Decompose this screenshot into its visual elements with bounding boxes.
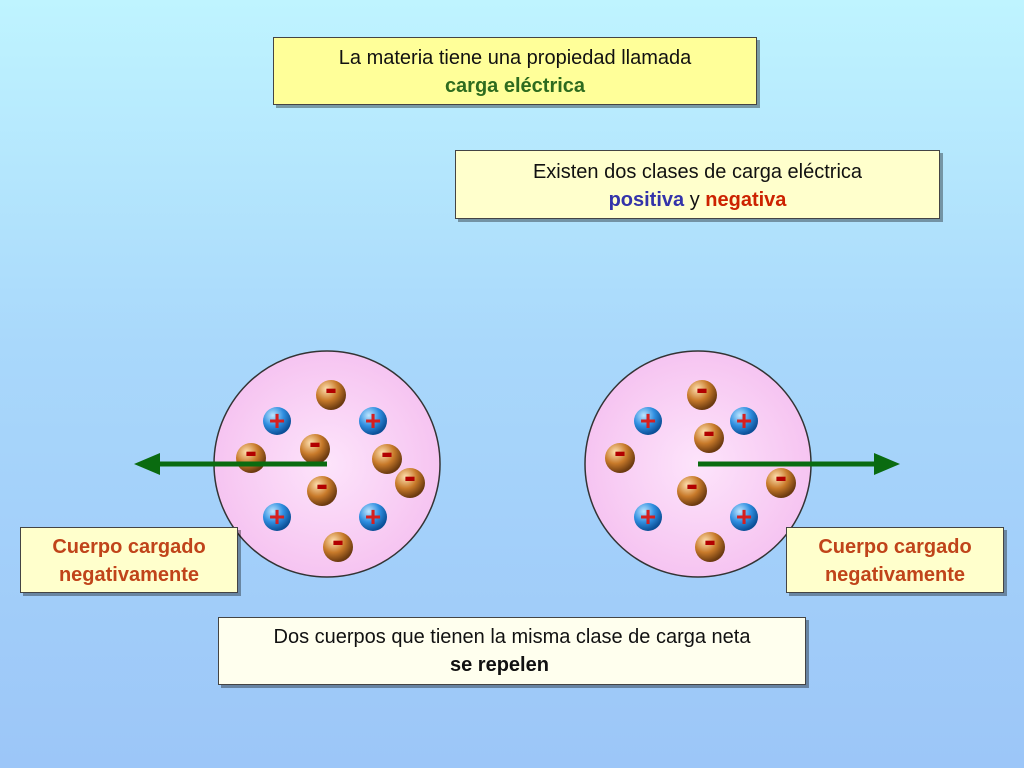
positive-charge: + — [730, 405, 758, 436]
negative-charge: - — [694, 410, 724, 453]
left-charged-body: -++-----++- — [213, 350, 441, 578]
intro-line2: carga eléctrica — [444, 75, 586, 97]
negative-word: negativa — [705, 189, 787, 211]
negative-charge: - — [323, 519, 353, 562]
plus-symbol: + — [269, 501, 285, 532]
positive-charge: + — [634, 405, 662, 436]
plus-symbol: + — [640, 405, 656, 436]
left-body-label: Cuerpo cargado negativamente — [20, 527, 238, 593]
negative-charge: - — [687, 367, 717, 410]
plus-symbol: + — [736, 501, 752, 532]
conclusion-line1: Dos cuerpos que tienen la misma clase de… — [273, 626, 751, 648]
plus-symbol: + — [269, 405, 285, 436]
negative-charge: - — [372, 431, 402, 474]
negative-charge: - — [395, 455, 425, 498]
charge-classes-box: Existen dos clases de carga eléctrica po… — [455, 150, 940, 219]
minus-symbol: - — [704, 519, 716, 560]
plus-symbol: + — [640, 501, 656, 532]
negative-charge: - — [300, 421, 330, 464]
positive-charge: + — [634, 501, 662, 532]
classes-line2: positiva y negativa — [456, 186, 939, 214]
minus-symbol: - — [325, 367, 337, 408]
conclusion-box: Dos cuerpos que tienen la misma clase de… — [218, 617, 806, 685]
right-body-label: Cuerpo cargado negativamente — [786, 527, 1004, 593]
minus-symbol: - — [614, 430, 626, 471]
minus-symbol: - — [686, 463, 698, 504]
minus-symbol: - — [316, 463, 328, 504]
negative-charge: - — [677, 463, 707, 506]
minus-symbol: - — [309, 421, 321, 462]
left-label-line1: Cuerpo cargado — [52, 536, 206, 558]
positive-charge: + — [263, 405, 291, 436]
left-repulsion-arrow — [134, 453, 327, 475]
plus-symbol: + — [365, 501, 381, 532]
intro-box: La materia tiene una propiedad llamada c… — [273, 37, 757, 105]
negative-charge: - — [307, 463, 337, 506]
minus-symbol: - — [332, 519, 344, 560]
classes-line1: Existen dos clases de carga eléctrica — [532, 161, 863, 183]
positive-charge: + — [263, 501, 291, 532]
plus-symbol: + — [365, 405, 381, 436]
positive-charge: + — [359, 501, 387, 532]
minus-symbol: - — [404, 455, 416, 496]
minus-symbol: - — [381, 431, 393, 472]
minus-symbol: - — [696, 367, 708, 408]
left-label-line2: negativamente — [58, 564, 200, 586]
plus-symbol: + — [736, 405, 752, 436]
negative-charge: - — [695, 519, 725, 562]
negative-charge: - — [605, 430, 635, 473]
right-repulsion-arrow — [698, 453, 900, 475]
positive-word: positiva — [608, 189, 685, 211]
right-label-line2: negativamente — [824, 564, 966, 586]
positive-charge: + — [730, 501, 758, 532]
minus-symbol: - — [775, 455, 787, 496]
minus-symbol: - — [703, 410, 715, 451]
right-label-line1: Cuerpo cargado — [818, 536, 972, 558]
connector-word: y — [689, 189, 700, 211]
conclusion-line2: se repelen — [450, 654, 549, 676]
minus-symbol: - — [245, 430, 257, 471]
negative-charge: - — [316, 367, 346, 410]
positive-charge: + — [359, 405, 387, 436]
intro-line1: La materia tiene una propiedad llamada — [338, 47, 692, 69]
